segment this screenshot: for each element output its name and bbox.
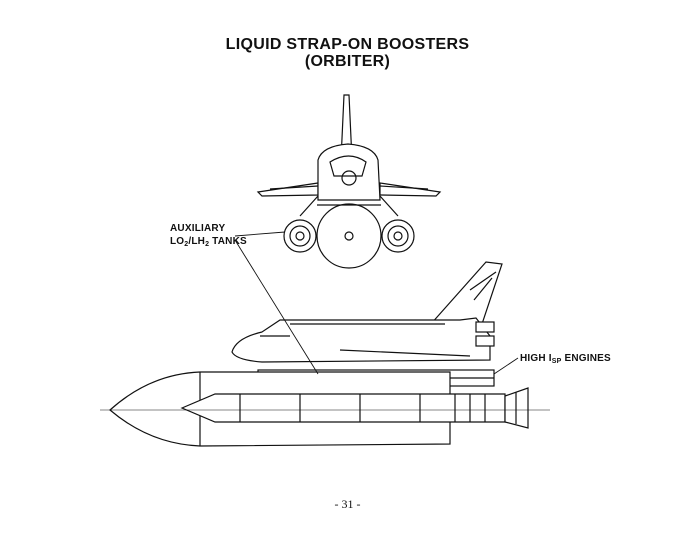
auxiliary-label-line2: LO2/LH2 TANKS: [170, 236, 247, 248]
page-subtitle: (ORBITER): [304, 53, 391, 70]
auxiliary-label-line1: AUXILIARY: [170, 223, 226, 234]
page-number: - 31 -: [334, 497, 361, 511]
front-view: [256, 94, 442, 269]
high-isp-engines-label: HIGH ISP ENGINES: [520, 353, 611, 365]
auxiliary-tanks-label: AUXILIARY LO2/LH2 TANKS: [170, 222, 247, 251]
leader-lines: [234, 231, 519, 375]
page-title: LIQUID STRAP-ON BOOSTERS: [225, 36, 470, 53]
side-view: [100, 261, 550, 447]
